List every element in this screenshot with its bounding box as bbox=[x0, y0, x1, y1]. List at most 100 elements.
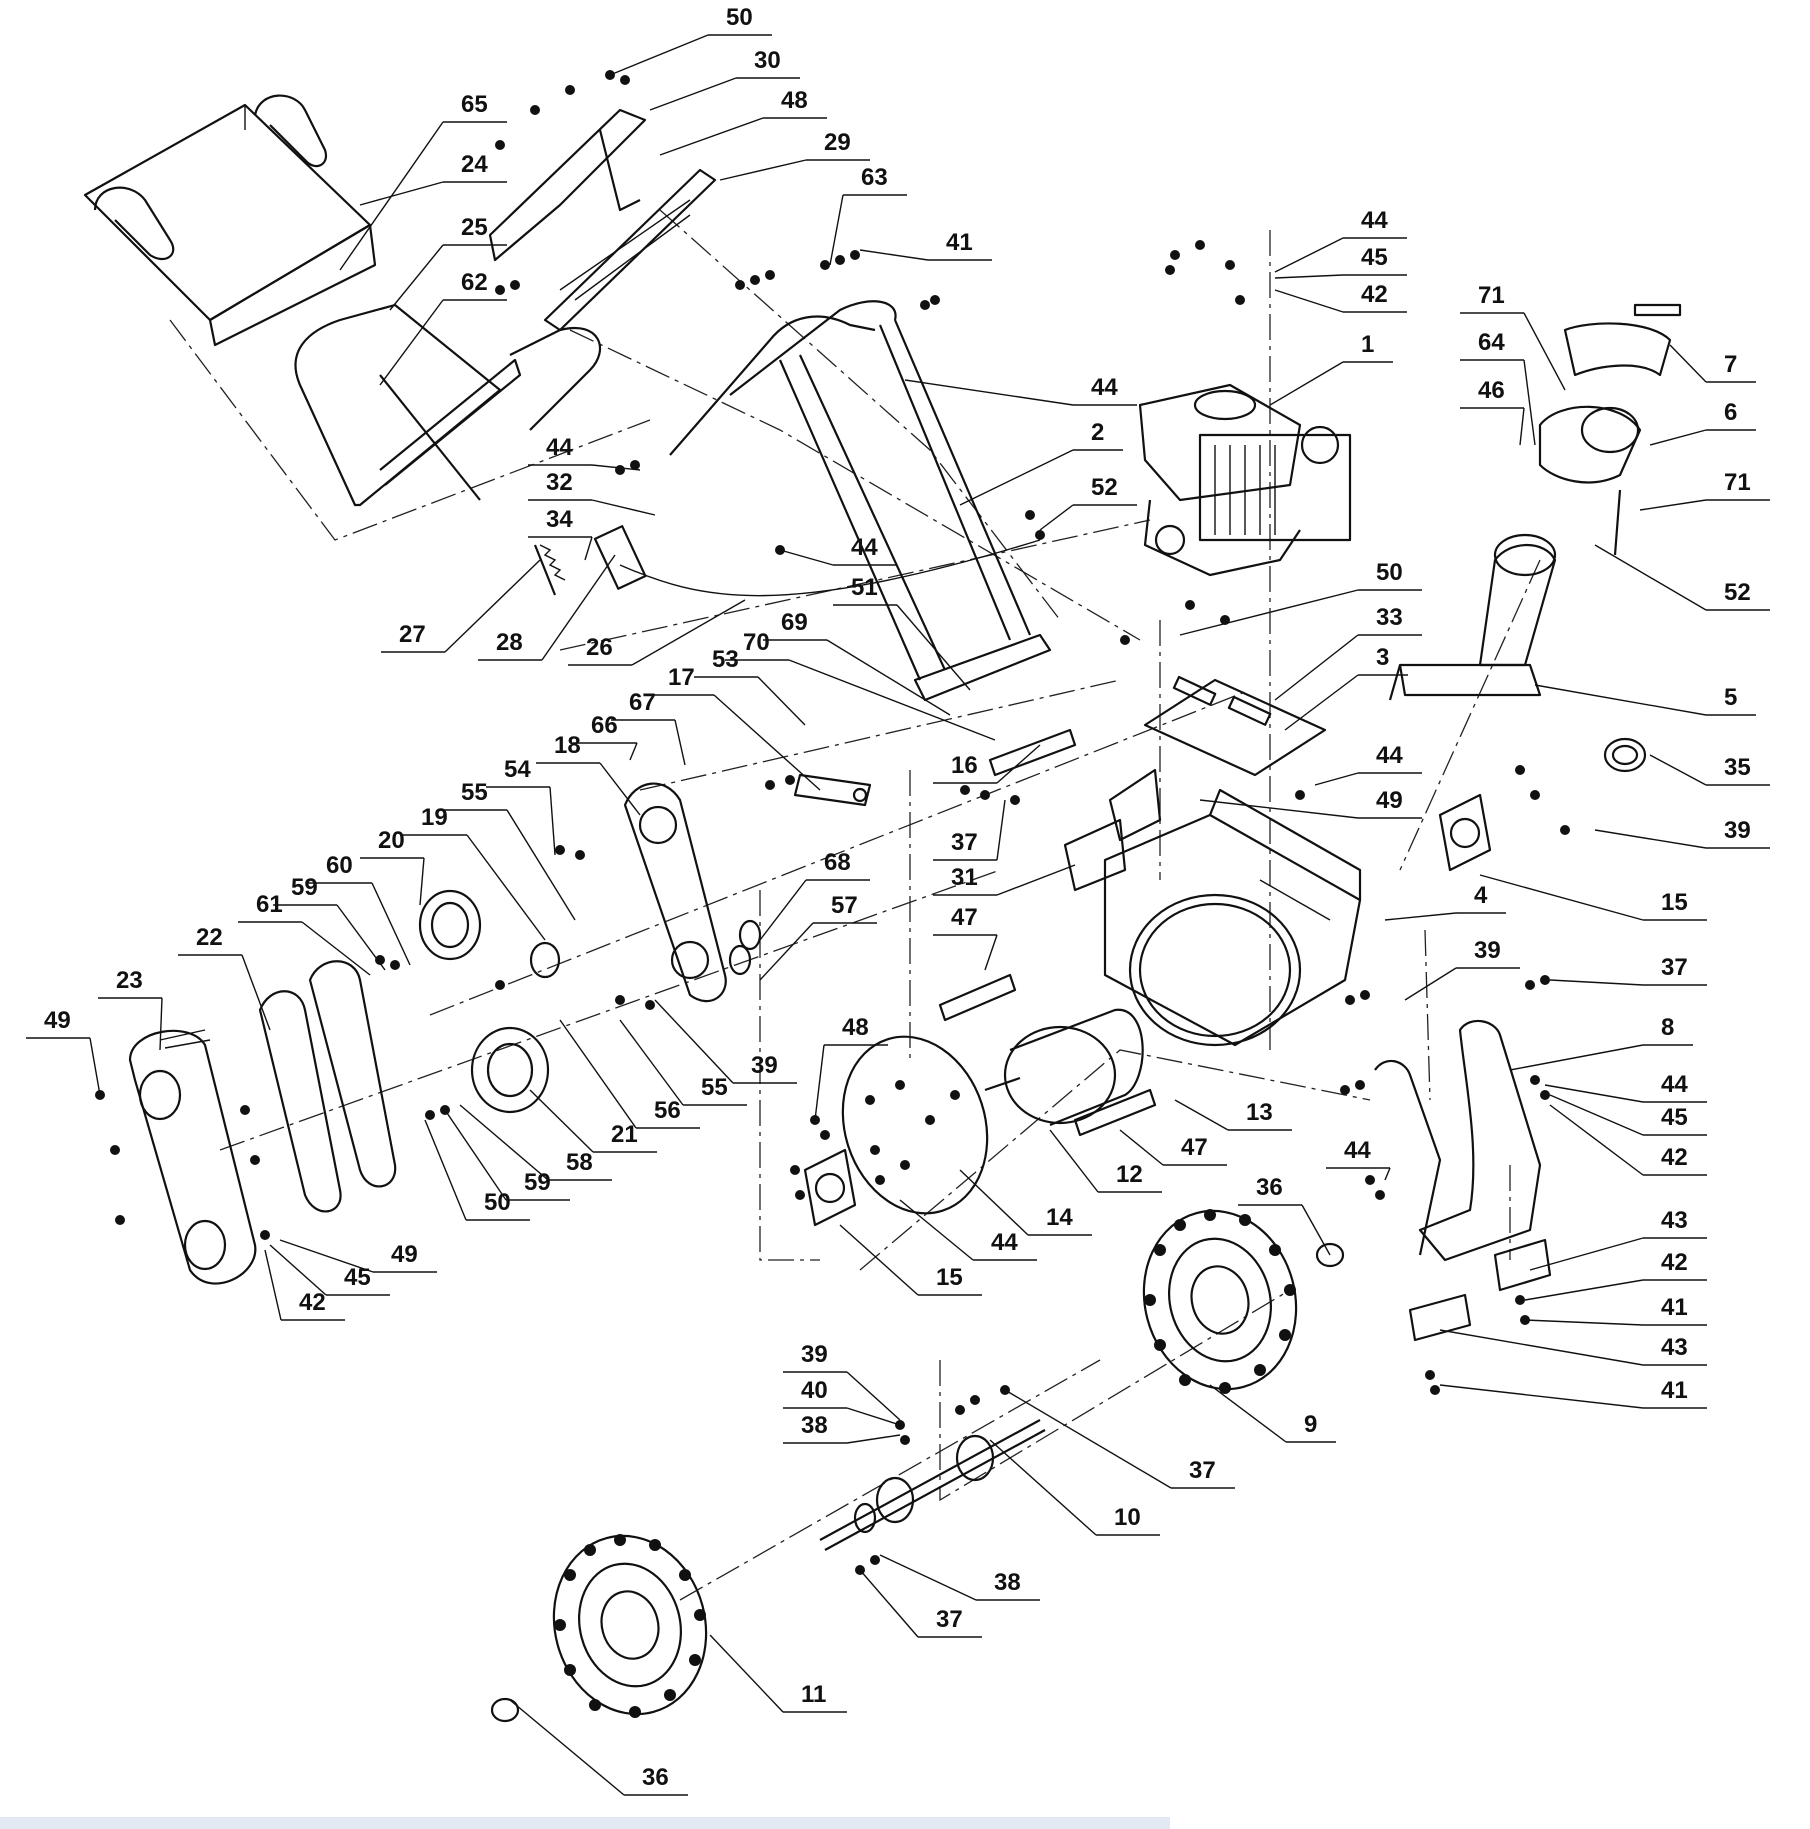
callout-leader bbox=[506, 809, 576, 921]
callout-leader bbox=[159, 997, 163, 1051]
callout-leader bbox=[719, 159, 807, 181]
callout-c46: 46 bbox=[1460, 377, 1525, 446]
callout-c18: 18 bbox=[536, 732, 641, 816]
callout-number: 59 bbox=[291, 874, 318, 901]
callout-c38a: 38 bbox=[783, 1412, 901, 1444]
callout-c64: 64 bbox=[1460, 329, 1536, 446]
callout-number: 39 bbox=[1474, 937, 1501, 964]
callout-number: 28 bbox=[496, 629, 523, 656]
callout-c16: 16 bbox=[933, 744, 1041, 784]
callout-c39b: 39 bbox=[1404, 937, 1520, 1001]
callout-leader bbox=[896, 604, 971, 691]
callout-number: 37 bbox=[936, 1606, 963, 1633]
callout-number: 27 bbox=[399, 621, 426, 648]
callout-number: 36 bbox=[642, 1764, 669, 1791]
callout-number: 50 bbox=[1376, 559, 1403, 586]
callout-c36b: 36 bbox=[509, 1699, 688, 1796]
callout-leader bbox=[1549, 1094, 1644, 1136]
callout-leader bbox=[549, 786, 556, 856]
callout-number: 58 bbox=[566, 1149, 593, 1176]
callout-c50a: 50 bbox=[609, 4, 772, 76]
callout-c44g: 44 bbox=[899, 1199, 1037, 1261]
callout-number: 15 bbox=[1661, 889, 1688, 916]
callout-leader bbox=[996, 799, 1006, 861]
callout-leader bbox=[279, 1239, 374, 1273]
callout-leader bbox=[584, 536, 593, 561]
callout-leader bbox=[89, 1037, 101, 1096]
callout-c26: 26 bbox=[568, 599, 746, 666]
callout-leader bbox=[846, 1407, 901, 1426]
callout-c44d: 44 bbox=[779, 534, 897, 566]
callout-c54: 54 bbox=[486, 756, 556, 856]
pulley-20 bbox=[418, 889, 482, 961]
callout-leader bbox=[649, 77, 737, 111]
pulley-21 bbox=[470, 1026, 550, 1114]
callout-c3: 3 bbox=[1284, 644, 1408, 731]
callout-number: 4 bbox=[1474, 882, 1488, 909]
callout-number: 44 bbox=[1344, 1137, 1371, 1164]
callout-number: 42 bbox=[299, 1289, 326, 1316]
callout-c57: 57 bbox=[759, 892, 877, 981]
callout-leader bbox=[1274, 237, 1344, 273]
callout-leader bbox=[599, 762, 641, 816]
callout-number: 43 bbox=[1661, 1207, 1688, 1234]
callout-number: 29 bbox=[824, 129, 851, 156]
callout-number: 59 bbox=[524, 1169, 551, 1196]
callout-number: 12 bbox=[1116, 1161, 1143, 1188]
throttle-cable-26 bbox=[533, 525, 1041, 597]
callout-c25: 25 bbox=[389, 214, 507, 311]
callout-leader bbox=[879, 1554, 977, 1601]
callout-number: 64 bbox=[1478, 329, 1505, 356]
callout-number: 41 bbox=[1661, 1377, 1688, 1404]
callout-number: 40 bbox=[801, 1377, 828, 1404]
callout-leader bbox=[379, 299, 444, 386]
callout-leader bbox=[1004, 1389, 1172, 1489]
callout-c37c: 37 bbox=[1004, 1389, 1235, 1489]
callout-c42d: 42 bbox=[264, 1249, 345, 1321]
callout-leader bbox=[1529, 1237, 1644, 1271]
callout-number: 30 bbox=[754, 47, 781, 74]
callout-leader bbox=[559, 1019, 637, 1129]
callout-leader bbox=[814, 1044, 825, 1121]
callout-number: 71 bbox=[1724, 469, 1751, 496]
callout-leader bbox=[846, 1434, 901, 1444]
callout-leader bbox=[846, 1371, 901, 1421]
callout-number: 47 bbox=[951, 904, 978, 931]
callout-c66: 66 bbox=[573, 712, 638, 761]
assembly-lines bbox=[169, 209, 1541, 1601]
callout-c37d: 37 bbox=[859, 1569, 982, 1638]
callout-c49c: 49 bbox=[279, 1239, 437, 1273]
callout-c4: 4 bbox=[1384, 882, 1506, 921]
callout-leader bbox=[1519, 407, 1525, 446]
callout-number: 41 bbox=[946, 229, 973, 256]
callout-leader bbox=[1544, 1084, 1644, 1103]
belts-22 bbox=[258, 960, 397, 1213]
callout-c23: 23 bbox=[98, 967, 163, 1051]
callout-leader bbox=[419, 857, 425, 906]
callout-leader bbox=[959, 1169, 1029, 1236]
callout-number: 31 bbox=[951, 864, 978, 891]
callout-number: 13 bbox=[1246, 1099, 1273, 1126]
callout-c37a: 37 bbox=[933, 799, 1006, 861]
callout-leader bbox=[904, 379, 1074, 406]
callout-c55a: 55 bbox=[443, 779, 576, 921]
callout-leader bbox=[1523, 312, 1566, 391]
callout-c52b: 52 bbox=[1594, 544, 1770, 611]
callout-leader bbox=[1384, 1167, 1391, 1181]
callout-number: 20 bbox=[378, 827, 405, 854]
callout-number: 49 bbox=[391, 1241, 418, 1268]
callout-leader bbox=[619, 1019, 684, 1106]
callout-leader bbox=[984, 934, 998, 971]
bushing-19 bbox=[529, 941, 561, 979]
callout-c34: 34 bbox=[528, 506, 593, 561]
callout-number: 38 bbox=[994, 1569, 1021, 1596]
callout-number: 25 bbox=[461, 214, 488, 241]
callout-leader bbox=[709, 1634, 784, 1713]
callout-c49a: 49 bbox=[26, 1007, 101, 1096]
callout-c61: 61 bbox=[238, 891, 371, 976]
callout-c56: 56 bbox=[559, 1019, 700, 1129]
callout-c69: 69 bbox=[763, 609, 951, 716]
callout-leader bbox=[674, 719, 686, 766]
callout-leader bbox=[713, 694, 821, 791]
callout-leader bbox=[1524, 1279, 1644, 1301]
